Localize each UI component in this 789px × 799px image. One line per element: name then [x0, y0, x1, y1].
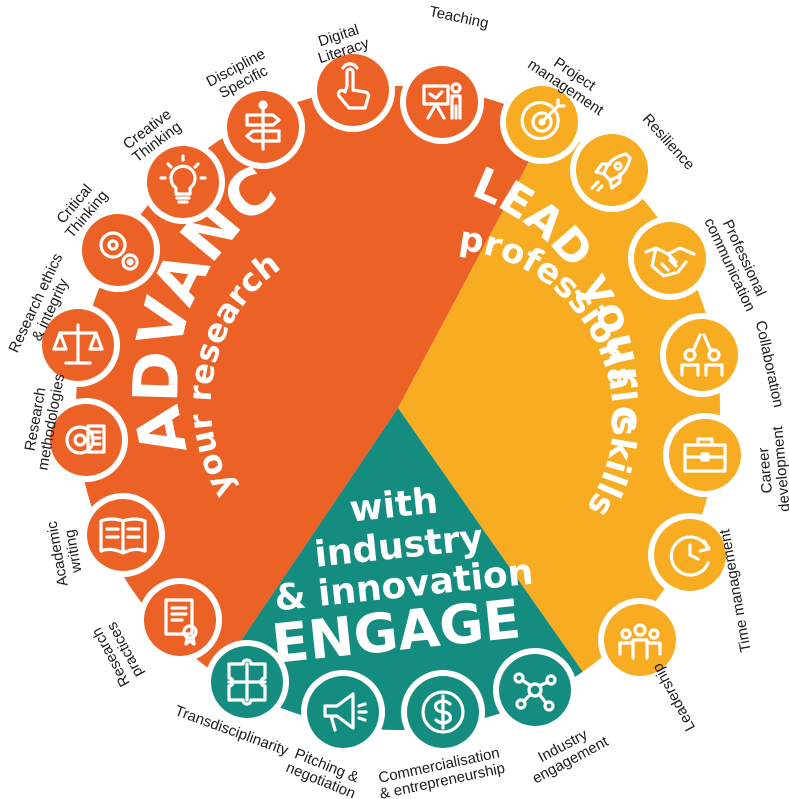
- puzzle-icon: [227, 658, 267, 706]
- skill-badge-creative: CreativeThinking: [120, 106, 225, 224]
- badge-disc: [666, 319, 738, 391]
- clock-icon: [669, 535, 711, 577]
- skill-badge-teaching: Teaching: [400, 3, 490, 144]
- skill-badge-commercialisation: Commercialisation& entrepreneurship: [377, 670, 507, 799]
- certificate-icon: [164, 598, 198, 646]
- signpost-icon: [245, 100, 281, 151]
- skill-badge-resilience: Resilience: [570, 111, 698, 212]
- skill-badge-career: Careerdevelopment: [663, 413, 789, 514]
- engage-line-1: with: [348, 481, 440, 531]
- skill-label-time: Time management: [716, 527, 755, 653]
- skill-badge-industry: Industryengagement: [493, 648, 612, 787]
- lightbulb-icon: [159, 154, 207, 204]
- skill-badge-ethics: Research ethics& integrity: [5, 251, 120, 387]
- briefcase-icon: [683, 437, 727, 473]
- skill-badge-methodologies: Researchmethodologies: [22, 372, 128, 482]
- badge-disc: [82, 214, 154, 286]
- skill-label-career: Careerdevelopment: [753, 425, 789, 514]
- open-book-icon: [99, 517, 147, 555]
- skill-label-writing: Academicwriting: [43, 517, 87, 588]
- badge-disc: [576, 134, 648, 206]
- badge-disc: [406, 66, 478, 138]
- advance-sector: [76, 85, 550, 675]
- skill-badge-practices: Researchpractices: [88, 578, 222, 689]
- skill-label-leadership: Leadership: [649, 660, 699, 734]
- engage-sector: [217, 408, 583, 730]
- pointer-hand-icon: [336, 62, 371, 110]
- network-icon: [513, 672, 557, 712]
- high-five-icon: [680, 333, 724, 377]
- megaphone-icon: [323, 692, 368, 732]
- skill-badge-discipline: DisciplineSpecific: [204, 45, 305, 169]
- skill-badge-writing: Academicwriting: [43, 493, 165, 588]
- presentation-icon: [422, 82, 462, 120]
- skill-badge-digital: DigitalLiteracy: [311, 21, 395, 132]
- badge-disc: [499, 654, 571, 726]
- scales-icon: [52, 323, 104, 365]
- rocket-icon: [590, 152, 632, 192]
- skill-label-collaboration: Collaboration: [752, 319, 787, 409]
- handshake-icon: [644, 246, 696, 278]
- target-icon: [520, 98, 566, 141]
- skill-label-teaching: Teaching: [428, 3, 490, 32]
- dollar-icon: [421, 690, 465, 734]
- skill-badge-collaboration: Collaboration: [660, 313, 787, 409]
- team-icon: [618, 623, 662, 660]
- badge-disc: [147, 146, 219, 218]
- skill-badge-critical: CriticalThinking: [53, 181, 160, 292]
- badge-disc: [307, 676, 379, 748]
- gear-document-icon: [65, 424, 106, 455]
- skill-badge-leadership: Leadership: [598, 598, 699, 734]
- gears-icon: [99, 231, 139, 271]
